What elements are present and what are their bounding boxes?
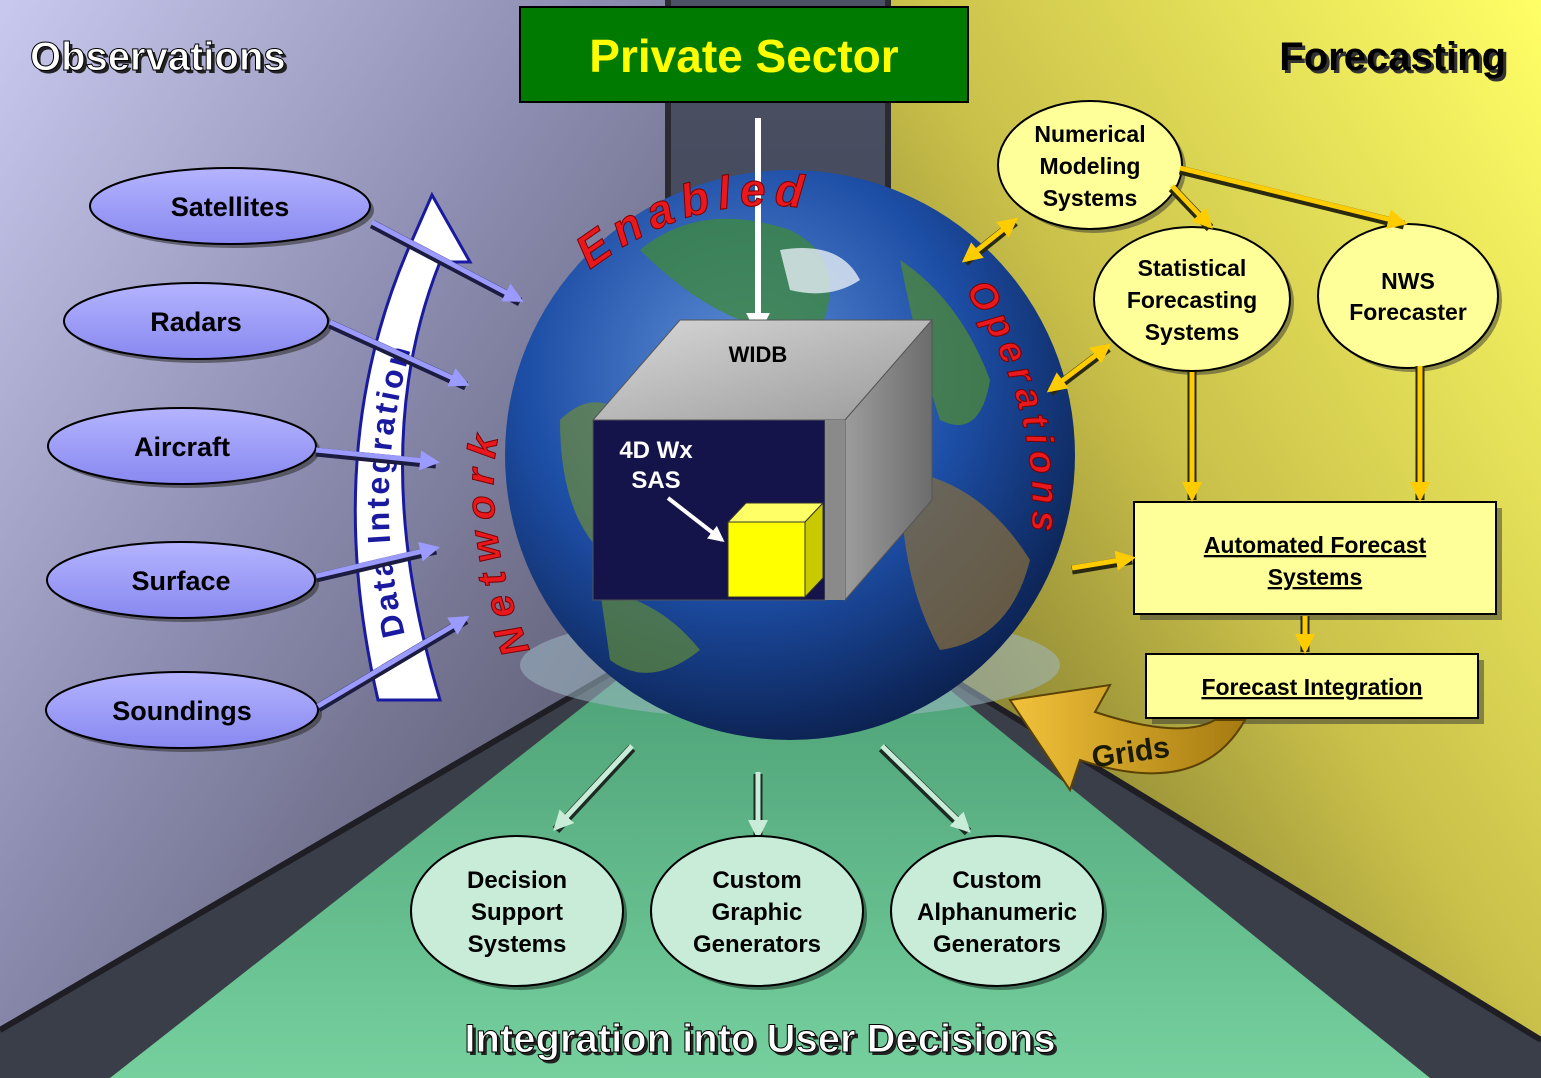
- svg-text:Systems: Systems: [1268, 564, 1363, 590]
- svg-text:Forecasting: Forecasting: [1282, 38, 1509, 82]
- observation-radars-label: Radars: [150, 307, 242, 337]
- observation-aircraft-label: Aircraft: [134, 432, 230, 462]
- svg-text:Automated Forecast: Automated Forecast: [1204, 532, 1427, 558]
- observation-aircraft: Aircraft: [47, 407, 320, 488]
- svg-text:Generators: Generators: [933, 931, 1061, 958]
- svg-text:Systems: Systems: [1145, 319, 1240, 345]
- observation-satellites: Satellites: [89, 167, 374, 248]
- svg-text:Alphanumeric: Alphanumeric: [917, 899, 1077, 926]
- private-sector-box: Private Sector: [519, 6, 969, 103]
- sas-label-line2: SAS: [631, 467, 680, 494]
- node-nws-forecaster: NWS Forecaster: [1317, 223, 1502, 372]
- left-wall: [0, 0, 668, 1030]
- output-alphanumeric-generators: Custom Alphanumeric Generators: [890, 835, 1107, 990]
- sas-small-cube: [726, 501, 825, 599]
- svg-text:Forecasting: Forecasting: [1279, 35, 1506, 79]
- svg-text:Systems: Systems: [468, 931, 567, 958]
- observation-radars: Radars: [63, 282, 332, 363]
- node-statistical-forecasting: Statistical Forecasting Systems: [1093, 226, 1294, 375]
- svg-text:Generators: Generators: [693, 931, 821, 958]
- svg-text:Systems: Systems: [1043, 185, 1138, 211]
- private-sector-label: Private Sector: [589, 30, 898, 82]
- svg-text:Decision: Decision: [467, 867, 567, 894]
- grids-arrow: Grids: [1008, 683, 1247, 793]
- sas-label-line1: 4D Wx: [619, 437, 693, 464]
- widb-cube: WIDB 4D Wx SAS: [591, 318, 934, 602]
- node-numerical-modeling: Numerical Modeling Systems: [997, 100, 1186, 233]
- title-forecasting: Forecasting Forecasting: [1279, 35, 1509, 82]
- svg-text:Modeling: Modeling: [1040, 153, 1141, 179]
- output-arrows: [552, 744, 972, 840]
- svg-text:Integration into User Decision: Integration into User Decisions: [467, 1020, 1058, 1064]
- output-decision-support: Decision Support Systems: [410, 835, 627, 990]
- private-sector-bg: [519, 6, 969, 103]
- svg-text:Support: Support: [471, 899, 563, 926]
- svg-text:Observations: Observations: [33, 38, 289, 82]
- observation-soundings: Soundings: [45, 671, 322, 752]
- svg-text:Custom: Custom: [712, 867, 801, 894]
- widb-label: WIDB: [729, 342, 788, 367]
- observation-surface-label: Surface: [131, 566, 230, 596]
- observation-arrows: [314, 219, 524, 712]
- svg-text:Statistical: Statistical: [1138, 255, 1247, 281]
- title-user-decisions: Integration into User Decisions Integrat…: [464, 1017, 1059, 1065]
- output-graphic-generators: Custom Graphic Generators: [650, 835, 867, 990]
- forecasting-arrows: [961, 165, 1430, 654]
- svg-text:Integration into User Decision: Integration into User Decisions: [464, 1017, 1055, 1061]
- sas-arrow: [666, 496, 725, 542]
- svg-text:Observations: Observations: [30, 35, 286, 79]
- svg-text:NWS: NWS: [1381, 268, 1435, 294]
- title-observations: Observations Observations: [30, 35, 289, 83]
- svg-text:Forecaster: Forecaster: [1349, 299, 1467, 325]
- observation-satellites-label: Satellites: [171, 192, 290, 222]
- svg-text:Custom: Custom: [952, 867, 1041, 894]
- svg-text:Forecast Integration: Forecast Integration: [1201, 674, 1422, 700]
- svg-text:Numerical: Numerical: [1034, 121, 1145, 147]
- svg-text:Graphic: Graphic: [712, 899, 803, 926]
- svg-text:Forecasting: Forecasting: [1127, 287, 1257, 313]
- observation-surface: Surface: [46, 541, 319, 622]
- observation-soundings-label: Soundings: [112, 696, 251, 726]
- node-forecast-integration: Forecast Integration: [1145, 653, 1484, 724]
- node-automated-forecast-systems: Automated Forecast Systems: [1133, 501, 1502, 620]
